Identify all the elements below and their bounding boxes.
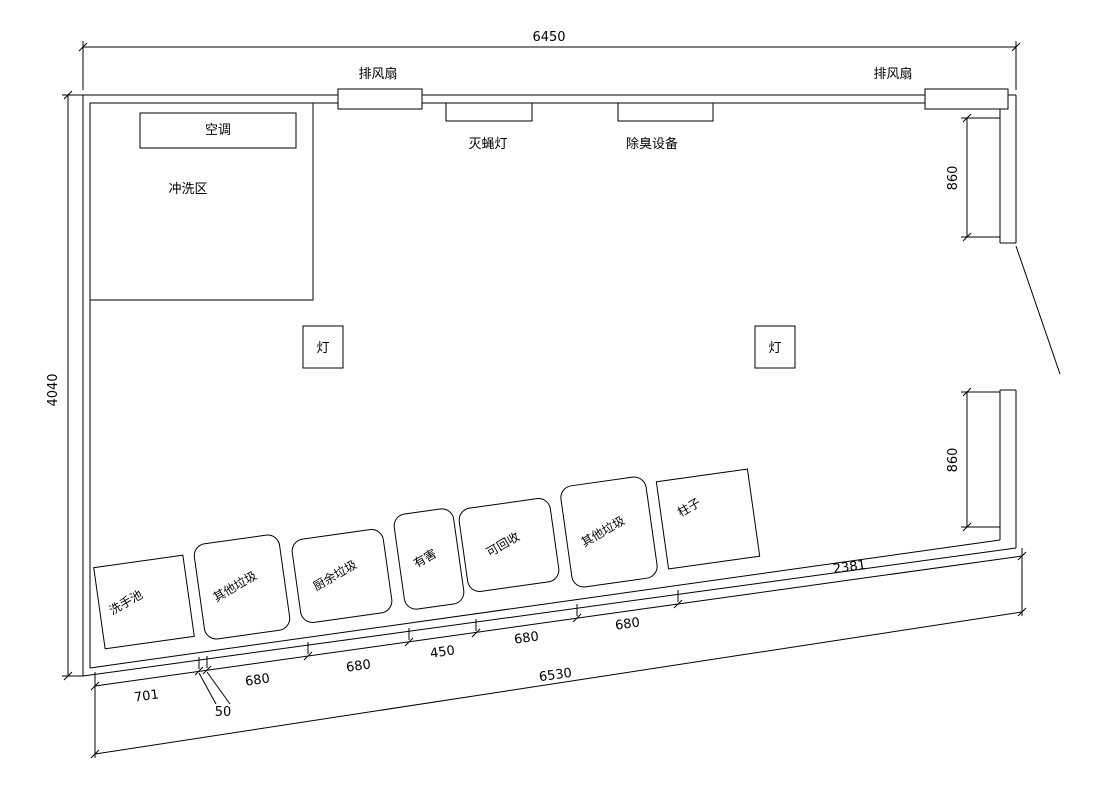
dim-leader-line [206, 671, 231, 705]
dim-tick [303, 651, 313, 661]
dim-tick [63, 90, 73, 100]
bin-recyclable-label: 可回收 [484, 529, 522, 559]
dim-right-lower-value: 860 [946, 448, 961, 473]
bin-recyclable [458, 498, 560, 592]
lamp-right-box [754, 325, 796, 369]
bin-hand-wash-sink-label: 洗手池 [107, 587, 145, 617]
bin-hazardous-box [393, 508, 465, 610]
bin-hazardous-label: 有害 [411, 546, 439, 571]
bin-kitchen-waste-box [291, 529, 393, 623]
exhaust-fan-right-label: 排风扇 [873, 66, 912, 82]
dim-bottom-right: 2381 [677, 551, 1027, 605]
bin-kitchen-waste-label: 厨余垃圾 [310, 557, 359, 594]
dim-tick [962, 113, 972, 123]
deodorizer-box [617, 102, 714, 122]
wall-bottom-inner [89, 539, 1001, 669]
dim-2381-value: 2381 [832, 558, 867, 577]
lamp-left-label: 灯 [316, 341, 329, 356]
dim-tick [962, 522, 972, 532]
bin-other-waste-left-label: 其他垃圾 [210, 568, 259, 605]
dim-bottom-chain: 701 50 680 680 450 680 680 [90, 548, 1023, 758]
dim-line [94, 611, 1023, 755]
bin-recyclable-box [458, 498, 560, 592]
exhaust-fan-left-box [337, 88, 423, 110]
dim-seg-701-value: 701 [133, 687, 160, 705]
dim-tick [202, 665, 212, 675]
air-conditioner-label: 空调 [205, 123, 231, 138]
lamp-left-box [302, 325, 344, 369]
bin-hand-wash-sink-box [93, 554, 195, 650]
dim-bottom-overall: 6530 [90, 607, 1027, 759]
exhaust-fan-left-label: 排风扇 [358, 66, 397, 82]
dim-tick [1017, 607, 1027, 617]
dim-leader-line [198, 672, 217, 705]
dim-seg-50-value: 50 [215, 705, 232, 720]
dim-right-upper: 860 [946, 113, 1000, 242]
lamp-right-label: 灯 [768, 341, 781, 356]
dim-seg-680-4-value: 680 [614, 615, 641, 633]
bins-row [93, 468, 761, 650]
fly-killer-lamp-box [445, 102, 533, 122]
structural-column-box [655, 468, 761, 570]
air-conditioner-box [139, 112, 297, 149]
dim-top-overall: 6450 [78, 30, 1021, 90]
bin-other-waste-right-box [560, 476, 658, 588]
wash-area-box [89, 102, 314, 301]
bin-hand-wash-sink [93, 554, 195, 650]
dim-right-upper-value: 860 [946, 166, 961, 191]
door-leaf [1015, 245, 1061, 375]
dim-seg-680-2-value: 680 [345, 657, 372, 675]
dim-tick [78, 42, 88, 52]
dim-tick [962, 232, 972, 242]
fixtures [89, 88, 1009, 369]
bin-other-waste-right-label: 其他垃圾 [578, 513, 627, 550]
dim-seg-680-1-value: 680 [244, 671, 271, 689]
bin-other-waste-left-box [193, 534, 291, 640]
dim-tick [962, 387, 972, 397]
dim-tick [404, 637, 414, 647]
dim-tick [1017, 551, 1027, 561]
deodorizer-label: 除臭设备 [626, 136, 678, 152]
bin-other-waste-left [193, 534, 291, 640]
dim-tick [90, 749, 100, 759]
bin-hazardous [393, 508, 465, 610]
dim-top-overall-value: 6450 [532, 30, 565, 45]
dim-6530-value: 6530 [538, 666, 573, 685]
structural-column-label: 柱子 [675, 495, 703, 520]
dim-tick [572, 613, 582, 623]
bin-kitchen-waste [291, 529, 393, 623]
dim-tick [1011, 42, 1021, 52]
fly-killer-lamp-label: 灭蝇灯 [468, 137, 507, 152]
wash-area-label: 冲洗区 [168, 182, 207, 197]
structural-column [655, 468, 761, 570]
dim-tick [90, 681, 100, 691]
dim-left-overall: 4040 [46, 90, 83, 681]
dim-seg-450-value: 450 [429, 643, 456, 661]
dim-line [94, 603, 679, 687]
dim-tick [194, 666, 204, 676]
dim-seg-680-3-value: 680 [513, 629, 540, 647]
bin-other-waste-right [560, 476, 658, 588]
exhaust-fan-right-box [924, 88, 1009, 110]
wall-bottom-outer [82, 547, 1017, 677]
dim-right-lower: 860 [946, 387, 1000, 532]
dim-left-overall-value: 4040 [46, 373, 61, 406]
dim-tick [471, 628, 481, 638]
dim-line [677, 555, 1023, 605]
dim-tick [63, 671, 73, 681]
